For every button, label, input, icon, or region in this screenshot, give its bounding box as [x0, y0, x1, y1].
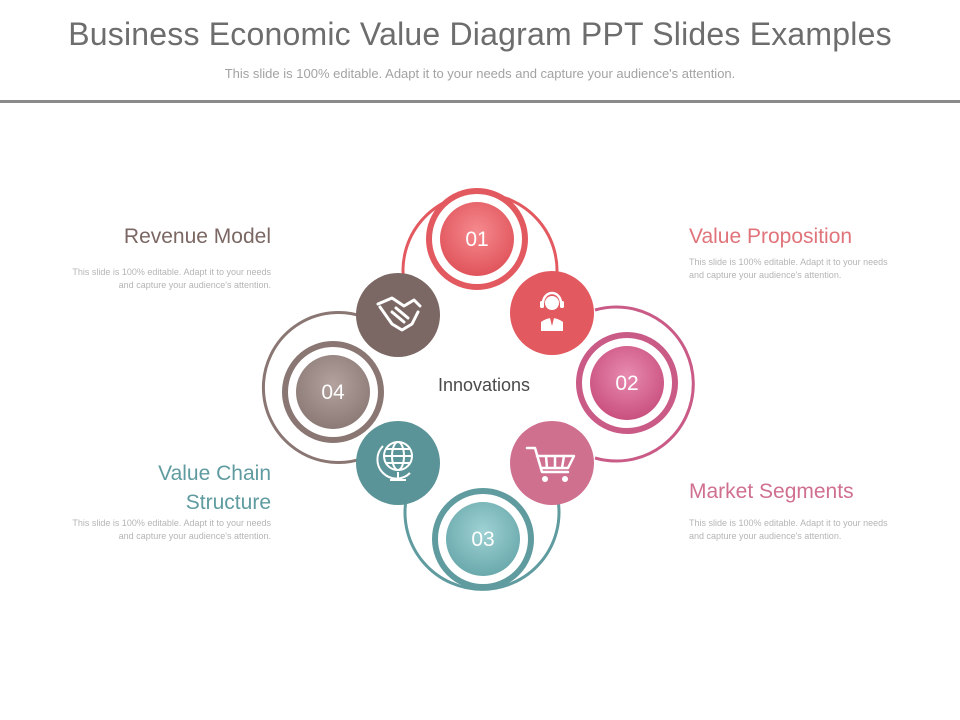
shopping-cart-icon: [510, 421, 594, 505]
slide-title: Business Economic Value Diagram PPT Slid…: [68, 16, 892, 52]
value-chain-heading-line1: Value Chain: [158, 462, 271, 485]
market-segments-heading: Market Segments: [689, 480, 854, 503]
outer-ring-04: [261, 311, 365, 464]
value-chain-heading: Value Chain Structure: [60, 459, 271, 517]
step-03-number: 03: [471, 528, 494, 551]
title-divider: [0, 100, 960, 103]
step-01: 01: [426, 188, 528, 290]
slide-subtitle: This slide is 100% editable. Adapt it to…: [224, 66, 736, 81]
step-04: 04: [282, 341, 384, 443]
step-01-number: 01: [465, 228, 488, 251]
revenue-model-heading: Revenue Model: [123, 225, 271, 248]
value-chain-heading-line2: Structure: [185, 491, 271, 514]
globe-icon: [356, 421, 440, 505]
step-03: 03: [432, 488, 534, 590]
handshake-icon: [356, 273, 440, 357]
step-04-number: 04: [321, 381, 345, 404]
revenue-model-body: This slide is 100% editable. Adapt it to…: [72, 267, 271, 290]
support-agent-icon: [510, 271, 594, 355]
outer-ring-02: [594, 305, 695, 463]
step-02: 02: [576, 332, 678, 434]
center-label: Innovations: [438, 375, 530, 395]
step-02-number: 02: [615, 372, 638, 395]
value-proposition-heading: Value Proposition: [689, 225, 853, 248]
market-segments-body: This slide is 100% editable. Adapt it to…: [689, 518, 888, 541]
value-proposition-body: This slide is 100% editable. Adapt it to…: [689, 257, 888, 280]
value-chain-body: This slide is 100% editable. Adapt it to…: [72, 518, 271, 541]
